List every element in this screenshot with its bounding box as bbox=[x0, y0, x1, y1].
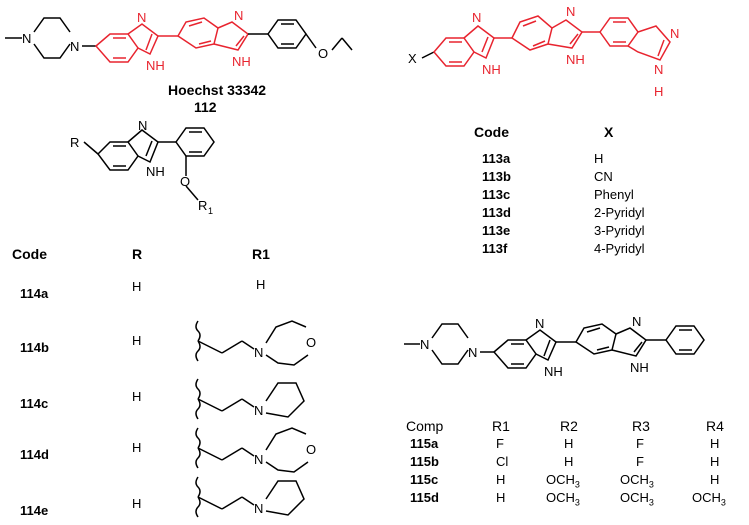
c115-row-r2: H bbox=[564, 436, 574, 451]
c113-row-code: 113b bbox=[482, 169, 511, 184]
c113-row-x: CN bbox=[594, 169, 613, 184]
compound-114-structure: R N NH O R 1 bbox=[70, 118, 215, 216]
c113-atom-nh1: NH bbox=[482, 62, 501, 77]
c114-atom-o: O bbox=[180, 174, 190, 189]
c115-row-r3: F bbox=[636, 436, 644, 451]
c113-atom-n4: N bbox=[654, 62, 663, 77]
c115-atom-nh1: NH bbox=[544, 364, 563, 379]
c114-row-r: H bbox=[132, 496, 142, 511]
side-chain-atom-o: O bbox=[306, 335, 316, 350]
c114-row-code: 114a bbox=[20, 286, 49, 301]
c113-row-code: 113d bbox=[482, 205, 511, 220]
c115-header-r1: R1 bbox=[492, 418, 510, 434]
compound-113-structure: X N NH N NH N N H bbox=[408, 4, 679, 99]
hoechst-name: Hoechst 33342 bbox=[168, 82, 267, 98]
c115-row-r3: OCH3 bbox=[620, 472, 654, 490]
c113-atom-nh2: NH bbox=[566, 52, 585, 67]
hoechst-atom-n2: N bbox=[70, 39, 79, 54]
hoechst-atom-n4: N bbox=[234, 8, 243, 23]
c114-row-r: H bbox=[132, 333, 142, 348]
c113-header-x: X bbox=[604, 124, 614, 140]
c114-atom-r: R bbox=[70, 135, 79, 150]
c113-row-code: 113e bbox=[482, 223, 511, 238]
c114-header-code: Code bbox=[12, 246, 47, 262]
c113-row-x: H bbox=[594, 151, 604, 166]
c113-row-x: Phenyl bbox=[594, 187, 634, 202]
side-chain-atom-n: N bbox=[254, 403, 263, 418]
c115-row-r4: H bbox=[710, 472, 720, 487]
c115-row-r2: OCH3 bbox=[546, 490, 580, 508]
c115-row-r2: OCH3 bbox=[546, 472, 580, 490]
hoechst-atom-nh1: NH bbox=[146, 58, 165, 73]
c114-row-code: 114b bbox=[20, 340, 49, 355]
c115-row-r1: F bbox=[496, 436, 504, 451]
hoechst-number: 112 bbox=[194, 99, 217, 115]
c115-atom-n2: N bbox=[468, 345, 477, 360]
c115-row-r4: H bbox=[710, 454, 720, 469]
c113-row-code: 113f bbox=[482, 241, 508, 256]
c114-row-code: 114d bbox=[20, 447, 49, 462]
c115-header-r4: R4 bbox=[706, 418, 724, 434]
c113-row-x: 4-Pyridyl bbox=[594, 241, 645, 256]
c115-row-code: 115b bbox=[410, 454, 439, 469]
c114-row-code: 114c bbox=[20, 396, 49, 411]
c114-atom-nh: NH bbox=[146, 164, 165, 179]
c113-atom-h: H bbox=[654, 84, 663, 99]
side-chain-atom-n: N bbox=[254, 501, 263, 516]
side-chain-pyrrolidinoethyl-114c: N bbox=[195, 378, 305, 420]
side-chain-atom-o: O bbox=[306, 442, 316, 457]
c115-row-code: 115d bbox=[410, 490, 439, 505]
c114-atom-n: N bbox=[138, 118, 147, 133]
side-chain-morpholinoethyl-114d: N O bbox=[195, 427, 316, 473]
hoechst-atom-n3: N bbox=[137, 10, 146, 25]
c115-row-r1: Cl bbox=[496, 454, 509, 469]
c113-header-code: Code bbox=[474, 124, 509, 140]
c114-row-r: H bbox=[132, 279, 142, 294]
c114-header-r: R bbox=[132, 246, 143, 262]
c115-row-r3: OCH3 bbox=[620, 490, 654, 508]
c115-row-r4: H bbox=[710, 436, 720, 451]
c113-atom-n1: N bbox=[472, 10, 481, 25]
c115-header-r3: R3 bbox=[632, 418, 650, 434]
c115-row-code: 115c bbox=[410, 472, 439, 487]
c115-row-r4: OCH3 bbox=[692, 490, 726, 508]
c114-row-r: H bbox=[132, 389, 142, 404]
c115-row-r1: H bbox=[496, 490, 506, 505]
c113-row-code: 113a bbox=[482, 151, 511, 166]
side-chain-pyrrolidinoethyl-114e: N bbox=[195, 476, 305, 518]
c115-row-r2: H bbox=[564, 454, 574, 469]
c114-atom-r1: R bbox=[198, 198, 207, 213]
c114-row-r1: H bbox=[256, 277, 266, 292]
c113-row-x: 2-Pyridyl bbox=[594, 205, 645, 220]
hoechst-atom-n1: N bbox=[22, 31, 31, 46]
c113-atom-n2: N bbox=[566, 4, 575, 19]
c113-atom-n3: N bbox=[670, 26, 679, 41]
c115-row-code: 115a bbox=[410, 436, 439, 451]
c115-header-comp: Comp bbox=[406, 418, 444, 434]
compound-115-structure: N N N NH N NH bbox=[404, 314, 705, 379]
c113-row-x: 3-Pyridyl bbox=[594, 223, 645, 238]
hoechst-atom-nh2: NH bbox=[232, 54, 251, 69]
c115-atom-nh2: NH bbox=[630, 360, 649, 375]
c115-atom-n4: N bbox=[632, 314, 641, 329]
c115-atom-n3: N bbox=[535, 316, 544, 331]
side-chain-atom-n: N bbox=[254, 345, 263, 360]
c113-atom-x: X bbox=[408, 51, 417, 66]
c115-header-r2: R2 bbox=[560, 418, 578, 434]
c113-row-code: 113c bbox=[482, 187, 511, 202]
c114-row-code: 114e bbox=[20, 503, 49, 518]
c114-row-r: H bbox=[132, 440, 142, 455]
side-chain-atom-n: N bbox=[254, 452, 263, 467]
c114-header-r1: R1 bbox=[252, 246, 270, 262]
c115-row-r1: H bbox=[496, 472, 506, 487]
c115-atom-n1: N bbox=[420, 337, 429, 352]
hoechst-atom-o: O bbox=[318, 46, 328, 61]
c114-atom-r1-sub: 1 bbox=[208, 206, 213, 216]
hoechst-33342-structure: N N N NH N NH O bbox=[5, 8, 353, 73]
side-chain-morpholinoethyl-114b: N O bbox=[195, 320, 316, 366]
c115-row-r3: F bbox=[636, 454, 644, 469]
